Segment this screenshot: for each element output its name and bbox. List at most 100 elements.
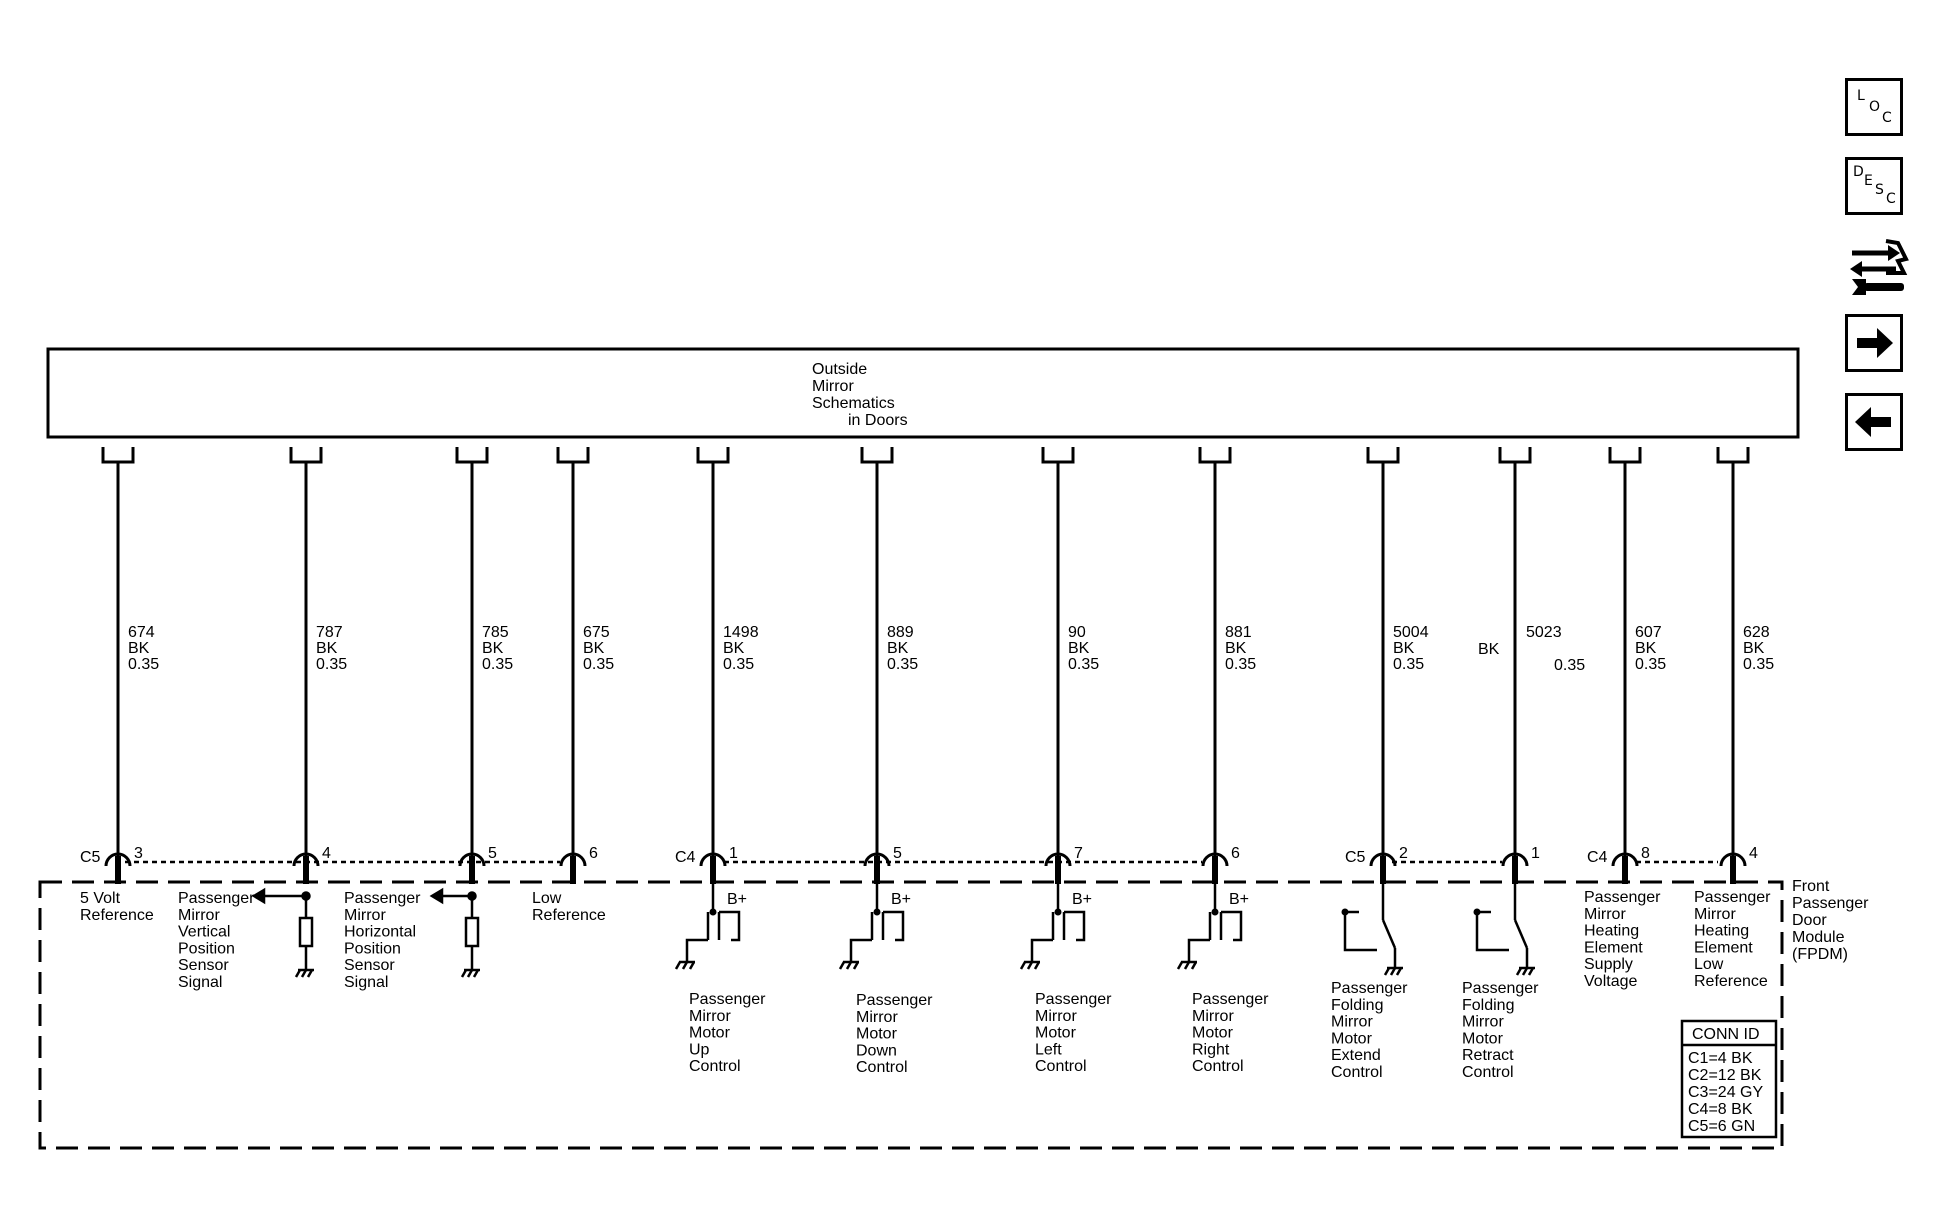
- function-label: Heating: [1584, 923, 1639, 940]
- module-name-3: Door: [1792, 912, 1827, 929]
- connector-pin: [1369, 852, 1397, 867]
- motor-switch[interactable]: B+: [674, 884, 747, 970]
- connector-pin: [863, 852, 891, 867]
- connector-id: C4: [675, 849, 696, 866]
- wire-size: 0.35: [1743, 656, 1774, 673]
- header-terminal: [1366, 447, 1400, 464]
- header-terminal: [1716, 447, 1750, 464]
- previous-page-button[interactable]: [1845, 393, 1903, 451]
- wire-628[interactable]: 628BK0.354PassengerMirrorHeatingElementL…: [1694, 447, 1774, 990]
- wire-color: BK: [1068, 640, 1090, 657]
- pin-number: 6: [589, 845, 598, 862]
- function-label: Passenger: [1035, 991, 1112, 1008]
- conn-id-row: C5=6 GN: [1688, 1118, 1755, 1135]
- location-button[interactable]: L O C: [1845, 78, 1903, 136]
- header-terminal: [101, 447, 135, 464]
- conn-id-row: C2=12 BK: [1688, 1067, 1762, 1084]
- wire-size: 0.35: [1225, 656, 1256, 673]
- wire-5023[interactable]: 5023BK0.351PassengerFoldingMirrorMotorRe…: [1462, 447, 1585, 1081]
- junction-dot: [1054, 908, 1062, 916]
- motor-switch[interactable]: B+: [1019, 884, 1092, 970]
- function-label: Motor: [1192, 1025, 1234, 1042]
- pin-number: 7: [1074, 845, 1083, 862]
- pin-number: 1: [729, 845, 738, 862]
- pin-number: 4: [1749, 845, 1758, 862]
- wire-size: 0.35: [1635, 656, 1666, 673]
- wire-size: 0.35: [316, 656, 347, 673]
- fold-switch[interactable]: [1341, 884, 1404, 976]
- fold-switch[interactable]: [1473, 884, 1536, 976]
- junction-dot: [873, 908, 881, 916]
- function-label: Down: [856, 1042, 897, 1059]
- function-label: Extend: [1331, 1047, 1381, 1064]
- function-label: Control: [1035, 1058, 1087, 1075]
- function-label: Signal: [344, 974, 388, 991]
- motor-switch[interactable]: B+: [838, 884, 911, 970]
- horizontal-position-sensor-symbol[interactable]: [429, 887, 480, 978]
- function-label: Mirror: [1331, 1014, 1373, 1031]
- module-name-1: Front: [1792, 878, 1830, 895]
- function-label: Control: [1331, 1064, 1383, 1081]
- function-label: Mirror: [689, 1008, 731, 1025]
- wire-889[interactable]: 889BK0.355PassengerMirrorMotorDownContro…: [856, 447, 933, 1076]
- wire-785[interactable]: 785BK0.355PassengerMirrorHorizontalPosit…: [344, 447, 513, 991]
- wire-size: 0.35: [1393, 656, 1424, 673]
- junction-dot: [1341, 908, 1349, 916]
- wire-color: BK: [1393, 640, 1415, 657]
- function-label: Reference: [1694, 973, 1768, 990]
- circuit-number: 5004: [1393, 624, 1429, 641]
- fpdm-module-boundary: [38, 880, 1784, 1150]
- header-line-2: Mirror: [812, 378, 854, 395]
- function-label: Mirror: [1462, 1014, 1504, 1031]
- desc-letter: S: [1875, 182, 1884, 198]
- function-label: Heating: [1694, 923, 1749, 940]
- function-label: Up: [689, 1041, 710, 1058]
- wire-color: BK: [1225, 640, 1247, 657]
- connector-pin: [458, 852, 486, 867]
- circuit-number: 628: [1743, 624, 1770, 641]
- header-terminal: [1608, 447, 1642, 464]
- function-label: Motor: [1462, 1030, 1504, 1047]
- loc-letter: O: [1869, 99, 1881, 115]
- function-label: Mirror: [178, 907, 220, 924]
- vertical-position-sensor-symbol[interactable]: [251, 887, 314, 978]
- b-plus-label: B+: [1072, 891, 1092, 908]
- connector-id: C4: [1587, 849, 1608, 866]
- next-page-button[interactable]: [1845, 314, 1903, 372]
- wire-color: BK: [723, 640, 745, 657]
- connector-id: C5: [80, 849, 101, 866]
- loc-letter: L: [1857, 88, 1865, 104]
- function-label: Mirror: [344, 907, 386, 924]
- motor-switch[interactable]: B+: [1176, 884, 1249, 970]
- function-label: Folding: [1462, 997, 1514, 1014]
- arrow-left-icon: [1855, 407, 1891, 437]
- pin-number: 3: [134, 845, 143, 862]
- connector-pin: [1611, 852, 1639, 867]
- wire-881[interactable]: 881BK0.356PassengerMirrorMotorRightContr…: [1192, 447, 1269, 1075]
- function-label: Low: [532, 890, 562, 907]
- circuit-number: 1498: [723, 624, 759, 641]
- connector-tools-icon[interactable]: [1848, 235, 1910, 299]
- function-label: Mirror: [1584, 906, 1626, 923]
- function-label: Left: [1035, 1041, 1062, 1058]
- description-button[interactable]: D E S C: [1845, 157, 1903, 215]
- header-terminal: [1198, 447, 1232, 464]
- wire-size: 0.35: [128, 656, 159, 673]
- outside-mirror-schematics-box[interactable]: [46, 347, 1800, 439]
- desc-letter: D: [1853, 164, 1864, 180]
- function-label: Passenger: [1584, 889, 1661, 906]
- wire-787[interactable]: 787BK0.354PassengerMirrorVerticalPositio…: [178, 447, 347, 991]
- function-label: 5 Volt: [80, 890, 121, 907]
- header-terminal: [696, 447, 730, 464]
- circuit-number: 889: [887, 624, 914, 641]
- circuit-number: 785: [482, 624, 509, 641]
- function-label: Motor: [856, 1026, 898, 1043]
- connector-pin: [1201, 852, 1229, 867]
